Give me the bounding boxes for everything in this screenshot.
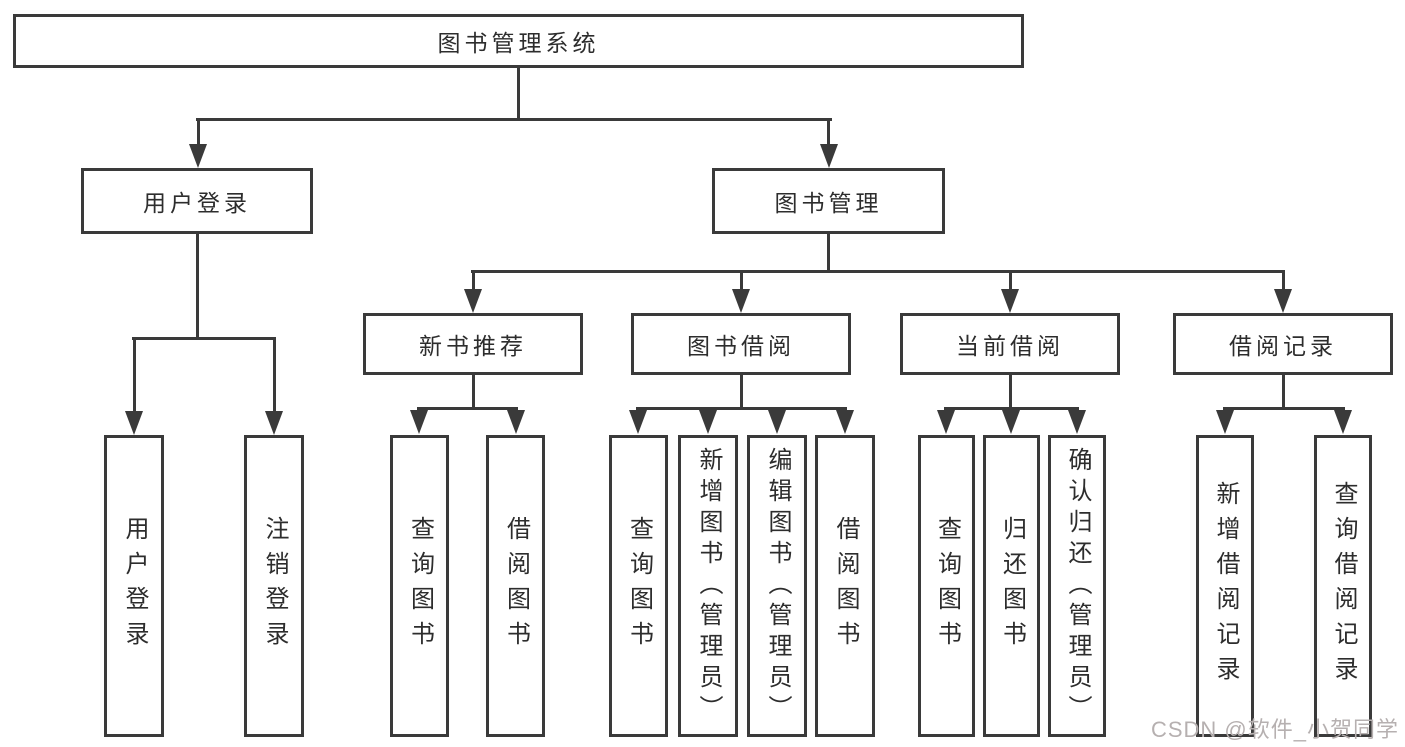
hline	[132, 337, 276, 340]
vline	[196, 118, 200, 146]
arrowhead-icon	[1274, 289, 1292, 313]
node-label: 用户登录	[143, 190, 251, 216]
vline	[1281, 375, 1285, 410]
hline	[636, 407, 847, 410]
arrowhead-icon	[768, 410, 786, 434]
arrowhead-icon	[410, 410, 428, 434]
arrowhead-icon	[1001, 289, 1019, 313]
leaf-logout-login: 注销登录	[244, 435, 304, 737]
leaf-borrow-books: 借阅图书	[486, 435, 545, 737]
node-label: 当前借阅	[956, 333, 1064, 359]
leaf-label: 查询图书	[625, 516, 653, 656]
arrowhead-icon	[699, 410, 717, 434]
vline	[272, 337, 276, 413]
vline	[739, 375, 743, 410]
arrowhead-icon	[464, 289, 482, 313]
arrowhead-icon	[937, 410, 955, 434]
vline	[739, 270, 743, 291]
leaf-label: 借阅图书	[832, 516, 859, 656]
arrowhead-icon	[836, 410, 854, 434]
node-book-borrow: 图书借阅	[631, 313, 851, 375]
leaf-label: 借阅图书	[502, 516, 530, 656]
node-new-book-recommend: 新书推荐	[363, 313, 583, 375]
leaf-label: 查询借阅记录	[1330, 481, 1357, 691]
node-label: 借阅记录	[1229, 333, 1337, 359]
leaf-label: 新增图书（管理员）	[695, 446, 722, 726]
leaf-borrow-books-2: 借阅图书	[815, 435, 875, 737]
vline	[1281, 270, 1285, 291]
leaf-return-books: 归还图书	[983, 435, 1040, 737]
arrowhead-icon	[1002, 410, 1020, 434]
hline	[944, 407, 1079, 410]
node-user-login: 用户登录	[81, 168, 313, 234]
arrowhead-icon	[1216, 410, 1234, 434]
node-book-management: 图书管理	[712, 168, 945, 234]
arrowhead-icon	[1334, 410, 1352, 434]
leaf-query-borrow-record: 查询借阅记录	[1314, 435, 1372, 737]
hline	[417, 407, 518, 410]
node-borrow-records: 借阅记录	[1173, 313, 1393, 375]
arrowhead-icon	[189, 144, 207, 168]
hline	[1223, 407, 1345, 410]
hline	[471, 270, 1283, 273]
leaf-label: 注销登录	[261, 516, 288, 656]
vline	[471, 270, 475, 291]
arrowhead-icon	[819, 144, 838, 168]
node-label: 图书管理系统	[437, 30, 600, 56]
leaf-label: 新增借阅记录	[1212, 481, 1239, 691]
node-label: 新书推荐	[419, 333, 527, 359]
leaf-label: 编辑图书（管理员）	[764, 446, 791, 726]
arrowhead-icon	[629, 410, 647, 434]
arrowhead-icon	[507, 410, 525, 434]
leaf-label: 确认归还（管理员）	[1064, 446, 1091, 726]
arrowhead-icon	[265, 411, 283, 435]
leaf-add-borrow-record: 新增借阅记录	[1196, 435, 1254, 737]
vline	[1008, 375, 1012, 410]
leaf-add-books-admin: 新增图书（管理员）	[678, 435, 738, 737]
hline	[196, 118, 832, 121]
leaf-edit-books-admin: 编辑图书（管理员）	[747, 435, 807, 737]
arrowhead-icon	[125, 411, 143, 435]
leaf-query-books-3: 查询图书	[918, 435, 975, 737]
vline	[517, 68, 520, 121]
leaf-label: 查询图书	[406, 516, 434, 656]
vline	[827, 234, 830, 273]
leaf-label: 用户登录	[121, 516, 148, 656]
leaf-confirm-return-admin: 确认归还（管理员）	[1048, 435, 1106, 737]
arrowhead-icon	[1068, 410, 1086, 434]
node-label: 图书管理	[774, 190, 883, 216]
leaf-label: 查询图书	[933, 516, 961, 656]
node-current-borrow: 当前借阅	[900, 313, 1120, 375]
vline	[827, 118, 830, 146]
leaf-label: 归还图书	[998, 516, 1026, 656]
node-label: 图书借阅	[687, 333, 795, 359]
leaf-query-books: 查询图书	[390, 435, 449, 737]
arrowhead-icon	[732, 289, 750, 313]
vline	[1008, 270, 1012, 291]
vline	[132, 337, 136, 413]
vline	[196, 234, 199, 340]
vline	[471, 375, 475, 410]
csdn-watermark: CSDN @软件_小贺同学	[1150, 717, 1399, 742]
leaf-query-books-2: 查询图书	[609, 435, 668, 737]
leaf-user-login: 用户登录	[104, 435, 164, 737]
node-library-system: 图书管理系统	[13, 14, 1024, 68]
